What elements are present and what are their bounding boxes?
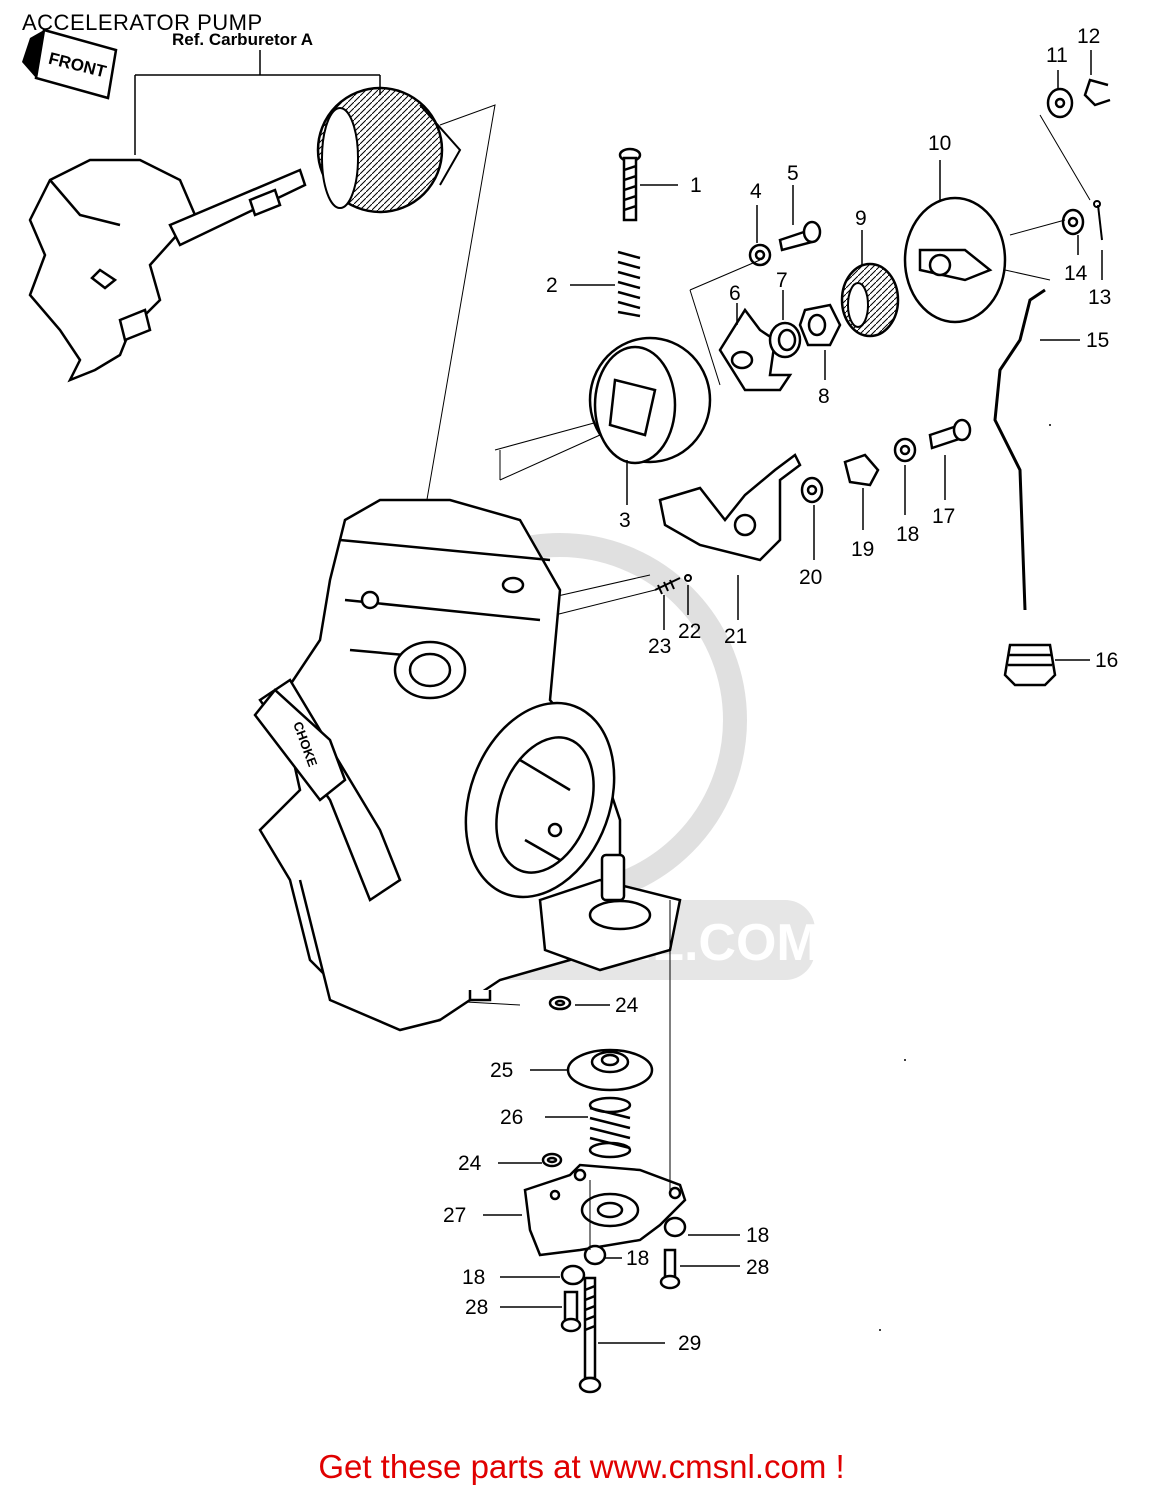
- part-8-nut: [798, 303, 842, 347]
- front-tag: FRONT: [22, 28, 118, 100]
- callout-1: 1: [690, 174, 702, 197]
- part-5-screw: [778, 220, 822, 252]
- part-12-clip: [1083, 78, 1111, 107]
- callout-leaders: [483, 50, 1103, 1344]
- callout-18-upper: 18: [896, 523, 919, 546]
- part-22-ball: [684, 574, 692, 582]
- callout-11: 11: [1046, 44, 1068, 67]
- part-18-nut-upper: [893, 437, 917, 463]
- callout-10: 10: [928, 132, 951, 155]
- part-15-rod: [993, 288, 1046, 611]
- callout-16: 16: [1095, 649, 1118, 672]
- part-18-nut-left: [560, 1264, 586, 1286]
- callout-18-center: 18: [626, 1247, 649, 1270]
- part-29-long-screw: [578, 1276, 602, 1394]
- callout-12: 12: [1077, 25, 1100, 48]
- callout-6: 6: [729, 282, 741, 305]
- part-6-plate: [718, 307, 793, 392]
- part-13-pin: [1093, 200, 1103, 241]
- part-19-collar: [843, 453, 880, 487]
- part-23-spring: [654, 577, 681, 595]
- reference-label: Ref. Carburetor A: [172, 30, 314, 49]
- part-28-screw-right: [659, 1248, 681, 1290]
- callout-7: 7: [776, 269, 788, 292]
- part-11-washer: [1046, 87, 1074, 119]
- part-16-boot: [1003, 643, 1057, 687]
- part-25-diaphragm: [566, 1048, 654, 1092]
- part-18-nut-right: [663, 1216, 687, 1238]
- callout-2: 2: [546, 274, 558, 297]
- part-28-screw-left: [560, 1290, 582, 1333]
- part-2-spring: [617, 250, 641, 318]
- part-24-oring-upper: [548, 995, 572, 1011]
- callout-24-upper: 24: [615, 994, 639, 1017]
- part-1-screw: [618, 147, 642, 222]
- callout-3: 3: [619, 509, 631, 532]
- callout-9: 9: [855, 207, 867, 230]
- callout-28-left: 28: [465, 1296, 488, 1319]
- callout-22: 22: [678, 620, 701, 643]
- part-24-oring-lower: [541, 1152, 563, 1168]
- reference-bracket: [134, 50, 381, 155]
- callout-21: 21: [724, 625, 747, 648]
- part-9-spring: [840, 262, 900, 338]
- part-26-spring: [588, 1096, 632, 1159]
- part-10-cam: [903, 196, 1007, 324]
- part-20-washer: [800, 476, 824, 504]
- carburetor-body: [258, 498, 682, 1032]
- part-18-nut-center: [583, 1244, 607, 1266]
- callout-15: 15: [1086, 329, 1109, 352]
- diagram-title: ACCELERATOR PUMP: [22, 10, 263, 35]
- callout-19: 19: [851, 538, 874, 561]
- callout-18-left: 18: [462, 1266, 485, 1289]
- callout-25: 25: [490, 1059, 513, 1082]
- choke-lever: CHOKE: [253, 688, 347, 802]
- part-4-nut: [748, 243, 772, 267]
- callout-26: 26: [500, 1106, 523, 1129]
- part-3-cover: [588, 336, 712, 465]
- assembly-lines-lower: [589, 900, 671, 1250]
- assembly-lines-right: [689, 114, 1091, 386]
- callout-8: 8: [818, 385, 830, 408]
- choke-shaft-assembly: [28, 158, 307, 383]
- callout-28-right: 28: [746, 1256, 769, 1279]
- callout-4: 4: [750, 180, 762, 203]
- coil-spring-upper: [316, 86, 462, 214]
- callout-27: 27: [443, 1204, 466, 1227]
- callout-14: 14: [1064, 262, 1088, 285]
- callout-5: 5: [787, 162, 799, 185]
- part-14-washer: [1061, 208, 1085, 236]
- part-17-screw: [928, 418, 972, 450]
- callout-20: 20: [799, 566, 822, 589]
- callout-24-lower: 24: [458, 1152, 482, 1175]
- callout-23: 23: [648, 635, 671, 658]
- scan-specks: [879, 424, 1051, 1331]
- callout-13: 13: [1088, 286, 1111, 309]
- callout-29: 29: [678, 1332, 701, 1355]
- callout-17: 17: [932, 505, 955, 528]
- part-21-lever: [658, 453, 802, 562]
- footer-link[interactable]: Get these parts at www.cmsnl.com !: [318, 1448, 845, 1485]
- part-27-pump-cover: [523, 1163, 687, 1257]
- part-7-washer: [768, 321, 802, 359]
- callout-labels: 1 2 3 4 5 6 7 8 9 10 11 12 13 14 15 16 1…: [443, 25, 1118, 1355]
- callout-18-right: 18: [746, 1224, 769, 1247]
